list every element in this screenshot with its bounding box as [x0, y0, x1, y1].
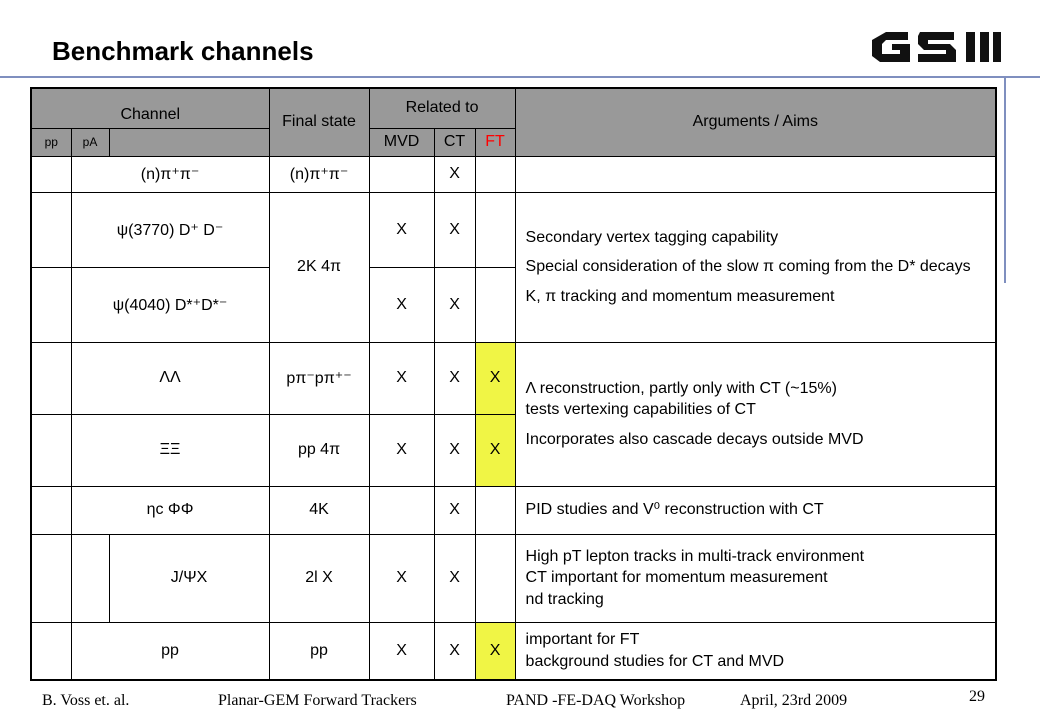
ft-cell [474, 485, 516, 535]
arguments-cell: High pT lepton tracks in multi-track env… [514, 533, 997, 623]
header-mvd: MVD [368, 127, 435, 157]
ft-cell [474, 533, 516, 623]
header-arguments: Arguments / Aims [514, 87, 997, 157]
arguments-cell [514, 155, 997, 193]
ct-cell: X [433, 155, 476, 193]
header-related-to: Related to [368, 87, 516, 129]
footer-date: April, 23rd 2009 [740, 692, 848, 709]
final-state-cell: pp [268, 621, 370, 681]
mvd-cell: X [368, 191, 435, 268]
ft-cell [474, 191, 516, 268]
ft-cell [474, 155, 516, 193]
page-number: 29 [969, 688, 985, 705]
mvd-cell [368, 155, 435, 193]
table-row: (n)π⁺π⁻ (n)π⁺π⁻ X [30, 155, 997, 193]
header-channel-blank [108, 127, 270, 157]
ct-cell: X [433, 191, 476, 268]
final-state-cell: (n)π⁺π⁻ [268, 155, 370, 193]
footer-author: B. Voss et. al. [42, 692, 130, 709]
mvd-cell: X [368, 413, 435, 487]
argument-text: CT important for momentum measurement [525, 569, 828, 587]
gsi-logo [872, 32, 1001, 62]
footer-workshop: PAND -FE-DAQ Workshop [506, 692, 686, 709]
ft-cell: X [474, 621, 516, 681]
final-state-cell: 2K 4π [268, 191, 370, 343]
mvd-cell: X [368, 266, 435, 343]
channel-cell: ΛΛ [70, 341, 270, 415]
ct-cell: X [433, 621, 476, 681]
header-rule [0, 76, 1040, 78]
argument-text: High pT lepton tracks in multi-track env… [525, 547, 865, 565]
channel-cell: J/ΨX [108, 533, 270, 623]
pp-blank-cell [30, 533, 72, 623]
arguments-cell: important for FT background studies for … [514, 621, 997, 681]
argument-text: important for FT [525, 631, 640, 649]
argument-text: tests vertexing capabilities of CT [525, 401, 756, 419]
channel-cell: ψ(4040) D*⁺D*⁻ [70, 266, 270, 343]
argument-text: Λ reconstruction, partly only with CT (~… [525, 379, 837, 397]
mvd-cell [368, 485, 435, 535]
header-pp: pp [30, 127, 72, 157]
ct-cell: X [433, 413, 476, 487]
header-pa: pA [70, 127, 110, 157]
argument-text: K, π tracking and momentum measurement [525, 287, 835, 305]
final-state-cell: pp 4π [268, 413, 370, 487]
channel-cell: ηc ΦΦ [70, 485, 270, 535]
mvd-cell: X [368, 341, 435, 415]
final-state-cell: 2l X [268, 533, 370, 623]
ct-cell: X [433, 533, 476, 623]
ct-cell: X [433, 266, 476, 343]
arrow-icon [30, 191, 72, 268]
final-state-cell: pπ⁻pπ⁺⁻ [268, 341, 370, 415]
ft-cell: X [474, 341, 516, 415]
mvd-cell: X [368, 533, 435, 623]
arrow-icon [30, 155, 72, 193]
header-ct: CT [433, 127, 476, 157]
arguments-cell: Λ reconstruction, partly only with CT (~… [514, 341, 997, 487]
argument-text: background studies for CT and MVD [525, 652, 785, 670]
arguments-cell: Secondary vertex tagging capability Spec… [514, 191, 997, 343]
channel-cell: ψ(3770) D⁺ D⁻ [70, 191, 270, 268]
benchmark-table: Channel Final state Related to Arguments… [30, 87, 997, 681]
header-channel: Channel [30, 87, 270, 129]
channel-cell: ΞΞ [70, 413, 270, 487]
table-row: ΛΛ pπ⁻pπ⁺⁻ X X X Λ reconstruction, partl… [30, 341, 997, 487]
page-title: Benchmark channels [52, 36, 314, 66]
table-row: ΞΞ pp 4π X X X [30, 413, 996, 487]
arrow-icon [30, 621, 72, 681]
argument-text: Secondary vertex tagging capability [525, 228, 779, 246]
table-row: J/ΨX 2l X X X High pT lepton tracks in m… [30, 533, 997, 623]
final-state-cell: 4K [268, 485, 370, 535]
table-row: pp pp X X X important for FT background … [30, 621, 997, 681]
arrow-icon [30, 266, 72, 343]
arguments-cell: PID studies and V⁰ reconstruction with C… [514, 485, 997, 535]
argument-text: nd tracking [525, 590, 604, 608]
channel-cell: (n)π⁺π⁻ [70, 155, 270, 193]
side-rule [1004, 78, 1006, 283]
channel-cell: pp [70, 621, 270, 681]
table-row: ψ(3770) D⁺ D⁻ 2K 4π X X Secondary vertex… [30, 191, 997, 343]
arrow-icon [30, 485, 72, 535]
arrow-icon [70, 533, 110, 623]
argument-text: Special consideration of the slow π comi… [525, 258, 971, 276]
footer-talk: Planar-GEM Forward Trackers [218, 692, 417, 709]
arrow-icon [30, 341, 72, 415]
arrow-icon [30, 413, 72, 487]
table-row: ηc ΦΦ 4K X PID studies and V⁰ reconstruc… [30, 485, 997, 535]
ft-cell: X [474, 413, 516, 487]
ft-cell [474, 266, 516, 343]
mvd-cell: X [368, 621, 435, 681]
header-ft: FT [474, 127, 516, 157]
ct-cell: X [433, 485, 476, 535]
argument-text: Incorporates also cascade decays outside… [525, 430, 864, 448]
ct-cell: X [433, 341, 476, 415]
header-final-state: Final state [268, 87, 370, 157]
